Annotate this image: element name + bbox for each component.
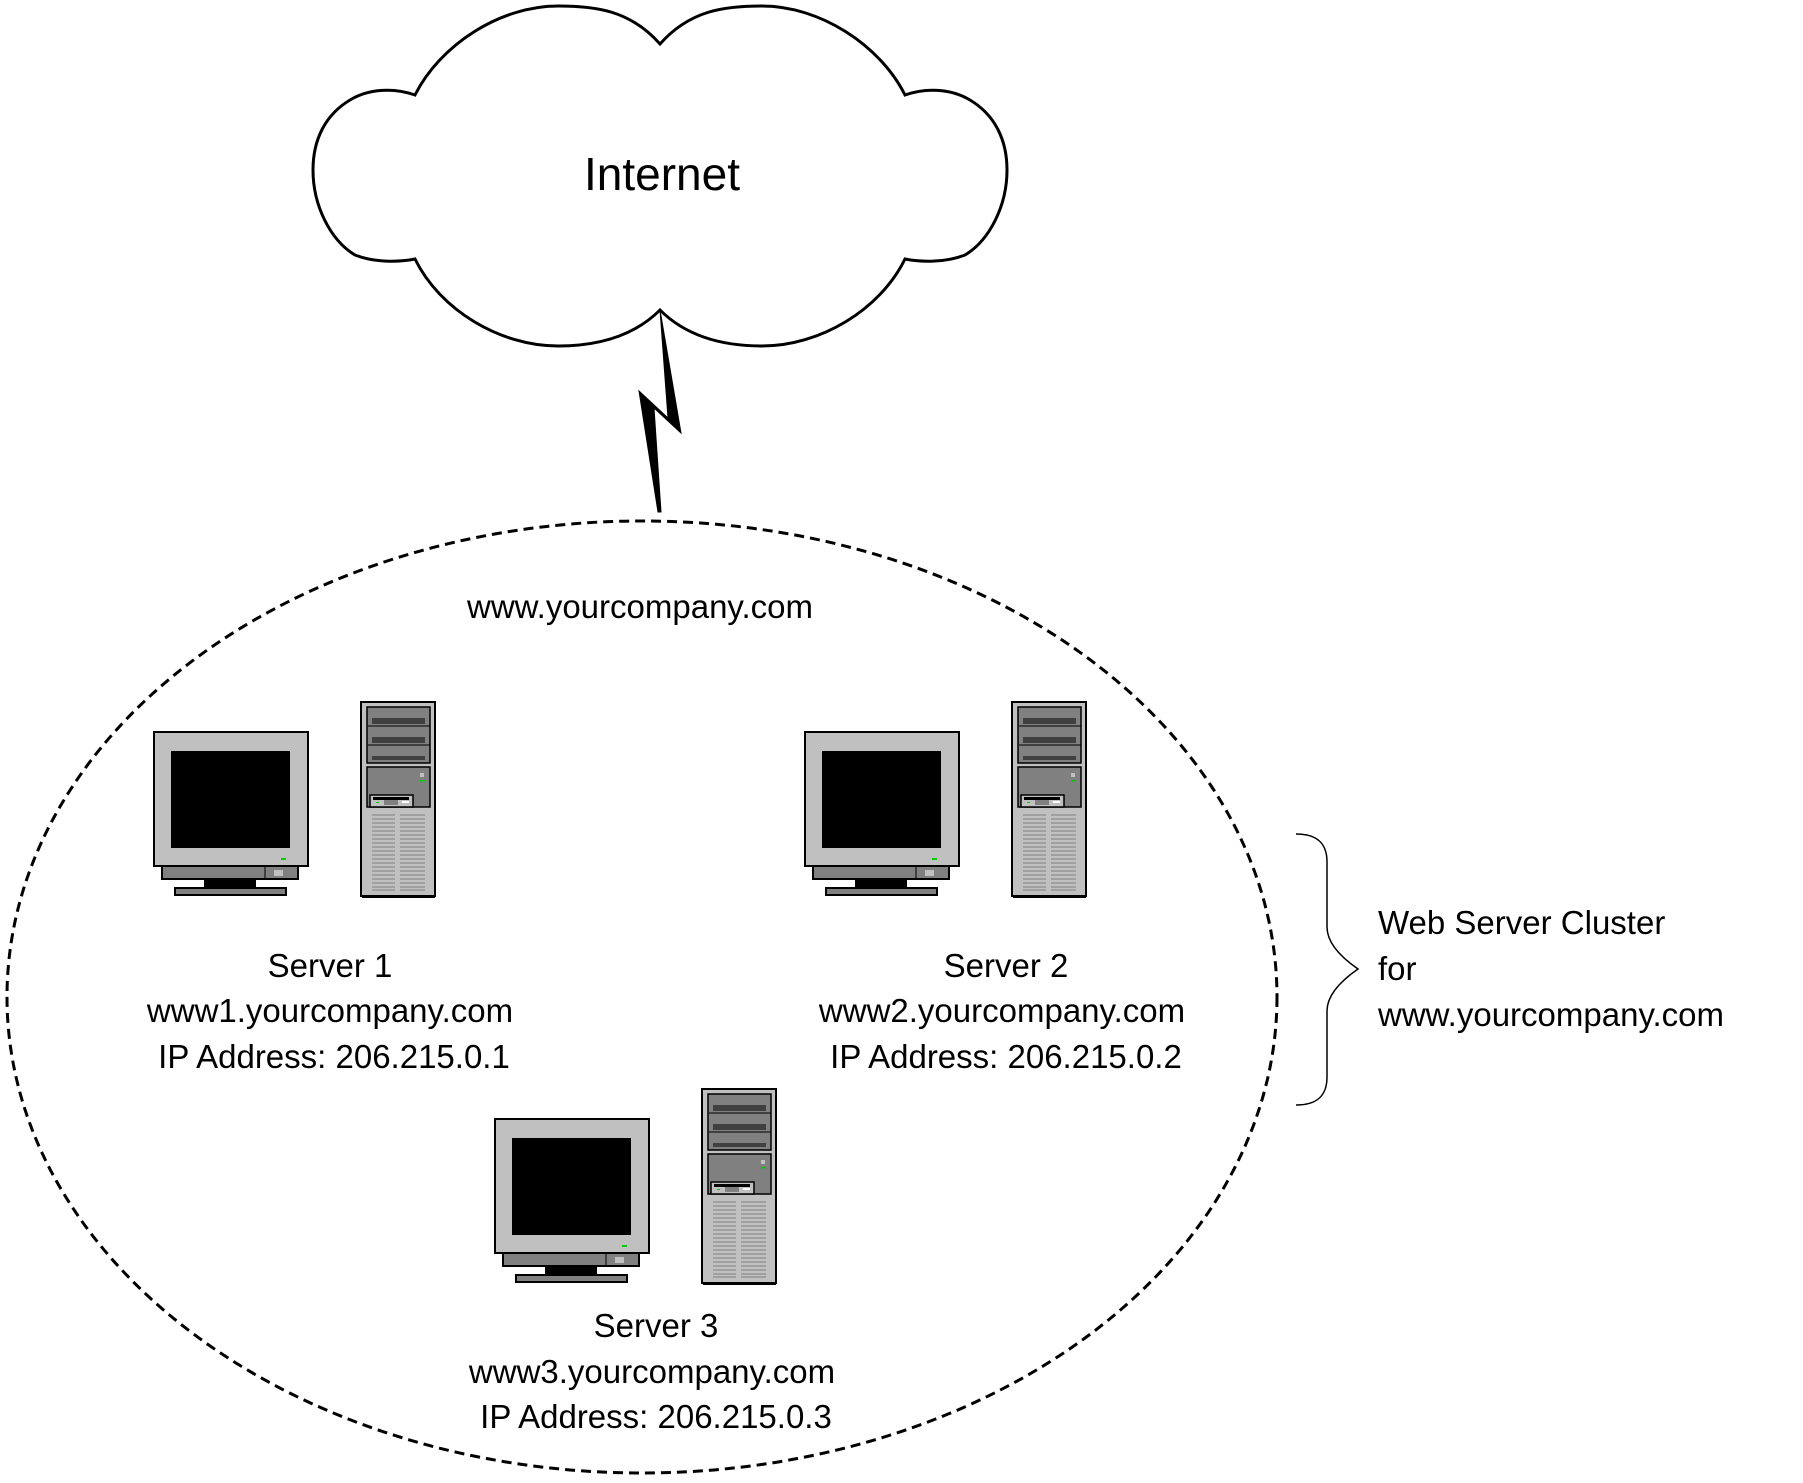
curly-brace bbox=[1295, 833, 1360, 1106]
cluster-annotation: Web Server Cluster for www.yourcompany.c… bbox=[1377, 904, 1724, 1033]
server-2: Server 2 www2.yourcompany.com IP Address… bbox=[804, 701, 1185, 1075]
server-name: Server 2 bbox=[944, 947, 1069, 984]
workstation-icon bbox=[494, 1088, 777, 1285]
server-hostname: www1.yourcompany.com bbox=[146, 992, 513, 1029]
annotation-line: Web Server Cluster bbox=[1378, 904, 1665, 941]
server-ip: IP Address: 206.215.0.1 bbox=[158, 1038, 510, 1075]
annotation-line: www.yourcompany.com bbox=[1377, 996, 1724, 1033]
cluster-domain-label: www.yourcompany.com bbox=[466, 588, 813, 625]
server-3: Server 3 www3.yourcompany.com IP Address… bbox=[468, 1088, 835, 1435]
workstation-icon bbox=[804, 701, 1087, 898]
internet-cloud: Internet bbox=[311, 4, 1009, 348]
cloud-label: Internet bbox=[584, 148, 740, 200]
server-name: Server 3 bbox=[594, 1307, 719, 1344]
server-name: Server 1 bbox=[268, 947, 393, 984]
lightning-bolt-icon bbox=[638, 309, 682, 513]
server-hostname: www3.yourcompany.com bbox=[468, 1353, 835, 1390]
cluster-boundary bbox=[5, 519, 1279, 1475]
server-1: Server 1 www1.yourcompany.com IP Address… bbox=[146, 701, 513, 1075]
server-ip: IP Address: 206.215.0.3 bbox=[480, 1398, 832, 1435]
annotation-line: for bbox=[1378, 950, 1417, 987]
server-ip: IP Address: 206.215.0.2 bbox=[830, 1038, 1182, 1075]
server-hostname: www2.yourcompany.com bbox=[818, 992, 1185, 1029]
workstation-icon bbox=[153, 701, 436, 898]
